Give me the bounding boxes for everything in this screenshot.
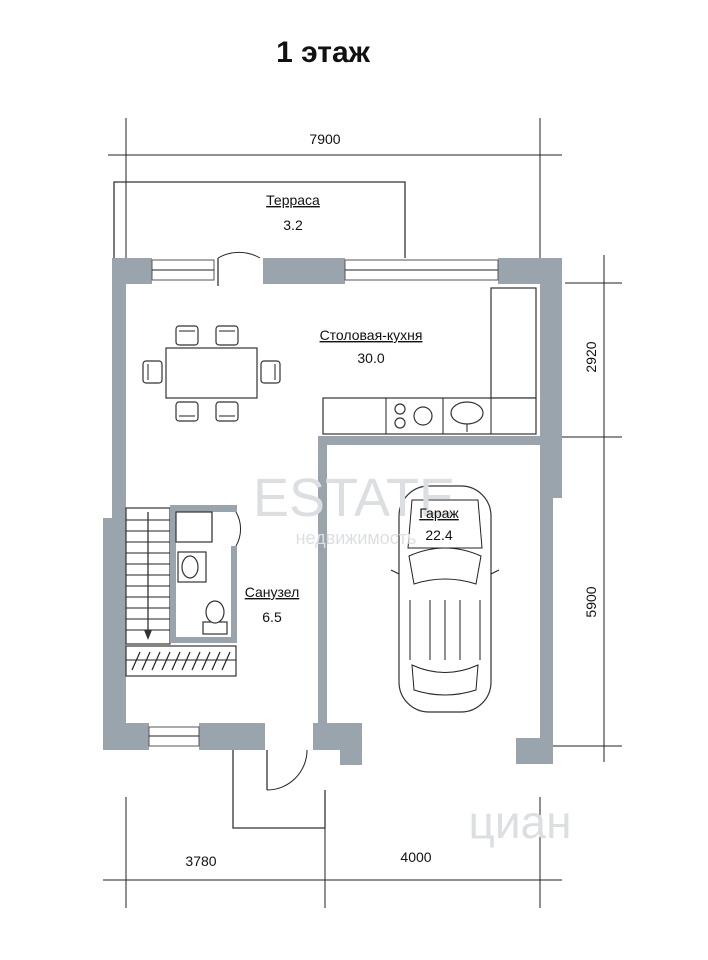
- dim-top-width: 7900: [309, 131, 340, 147]
- dining-table-icon: [142, 325, 281, 422]
- room-area: 22.4: [425, 527, 452, 543]
- walls: [103, 258, 562, 765]
- bathroom-partition: [170, 505, 237, 643]
- watermark-brand: ESTATE: [253, 468, 455, 528]
- kitchen-counter: [322, 287, 537, 435]
- bathroom-sink-icon: [177, 551, 207, 583]
- room-name: Санузел: [245, 584, 300, 600]
- bathroom-door: [235, 511, 242, 547]
- car-icon: [390, 485, 500, 713]
- room-area: 6.5: [262, 609, 282, 625]
- terrace-door: [217, 251, 261, 286]
- room-label-terrace: Терраса 3.2: [266, 192, 320, 233]
- room-label-kitchen: Столовая-кухня 30.0: [320, 327, 423, 366]
- room-label-garage: Гараж 22.4: [419, 505, 459, 543]
- chair-icon: [215, 325, 239, 346]
- windows: [148, 259, 499, 747]
- plan-title: 1 этаж: [276, 36, 371, 69]
- terrace-outline: [113, 181, 406, 258]
- chair-icon: [175, 401, 199, 422]
- chair-icon: [142, 360, 163, 384]
- room-area: 3.2: [283, 217, 303, 233]
- room-name: Столовая-кухня: [320, 327, 423, 343]
- dim-bottom-right: 4000: [400, 849, 431, 865]
- watermark-sub: недвижимость: [296, 528, 417, 548]
- room-area: 30.0: [357, 350, 384, 366]
- toilet-icon: [202, 600, 228, 635]
- staircase: [125, 507, 237, 677]
- watermark-site: циан: [468, 796, 571, 848]
- room-name: Терраса: [266, 192, 320, 208]
- dim-right-lower: 5900: [583, 586, 599, 617]
- room-label-bathroom: Санузел 6.5: [245, 584, 300, 625]
- room-name: Гараж: [419, 505, 459, 521]
- entrance-door: [266, 749, 308, 791]
- stove-icon: [394, 403, 433, 429]
- porch-outline: [232, 750, 326, 829]
- chair-icon: [215, 401, 239, 422]
- dim-bottom-left: 3780: [185, 853, 216, 869]
- dim-right-upper: 2920: [583, 341, 599, 372]
- sink-icon: [450, 401, 484, 432]
- chair-icon: [175, 325, 199, 346]
- chair-icon: [260, 360, 281, 384]
